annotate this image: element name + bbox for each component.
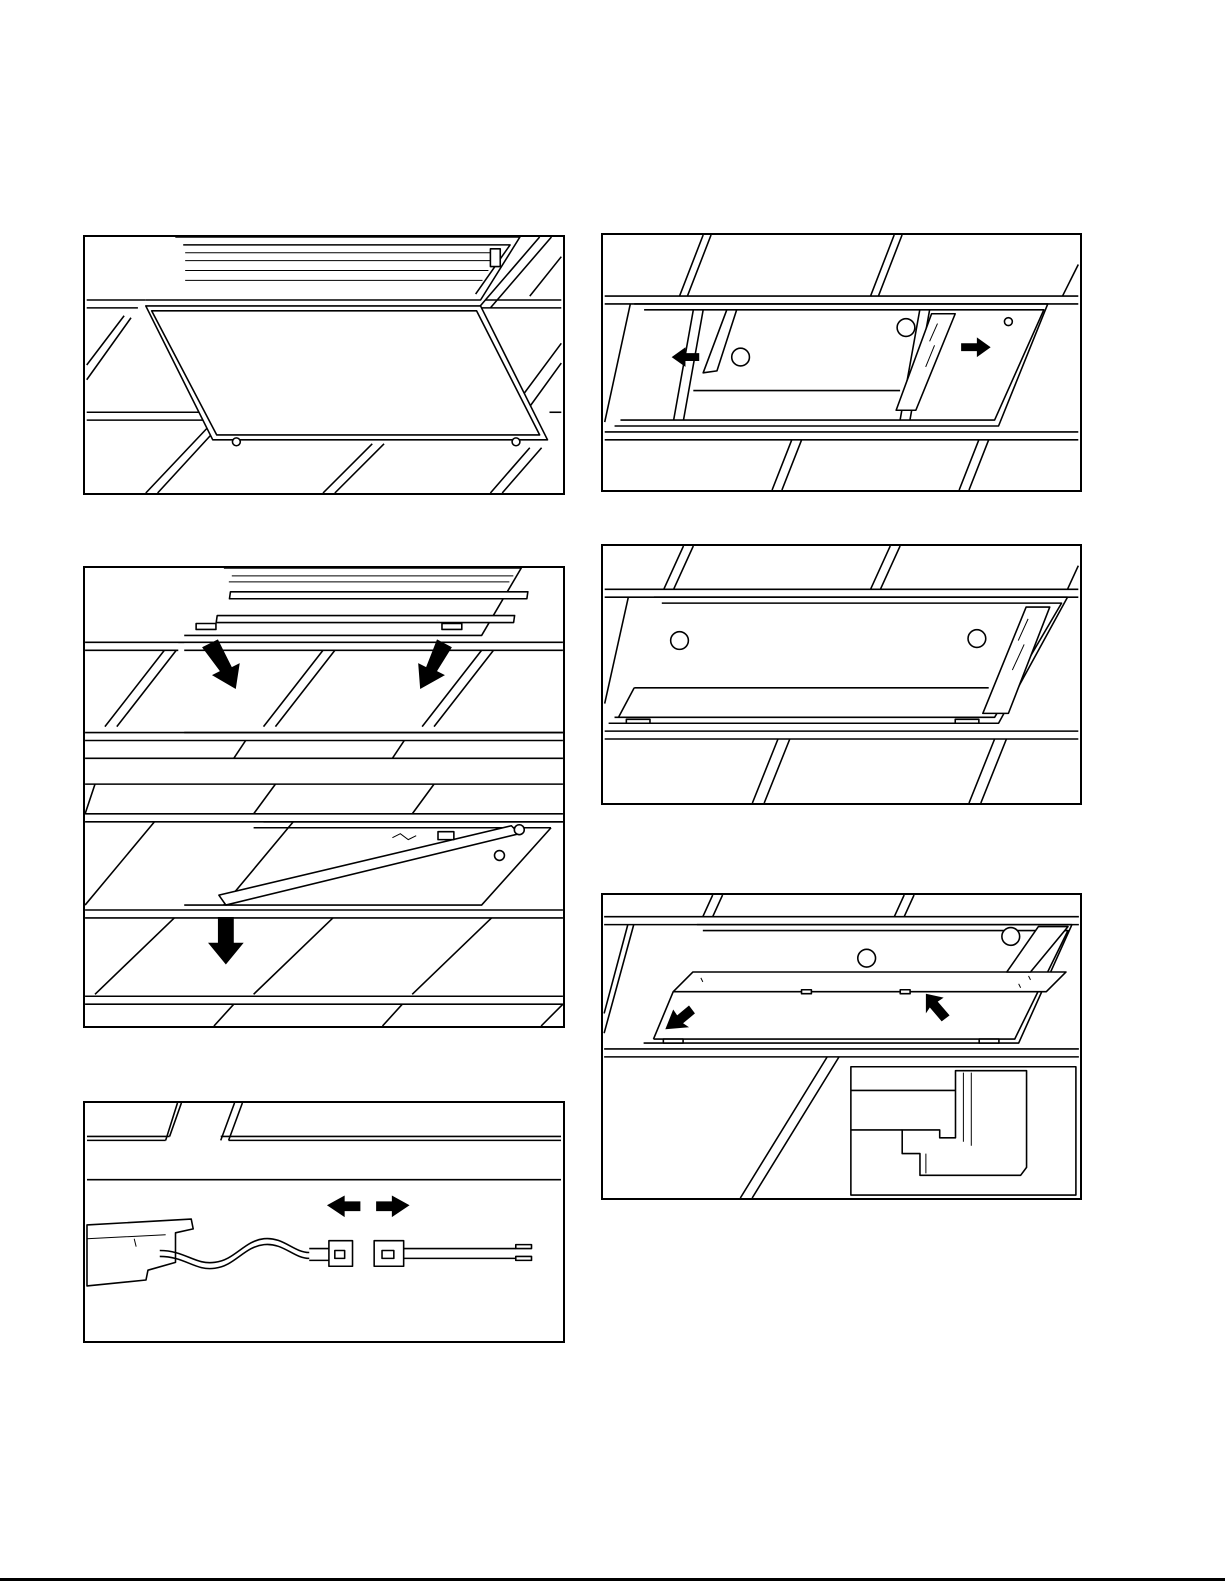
callout-circle [858, 949, 876, 967]
reflector-right [983, 607, 1050, 713]
lamp-clip [196, 624, 216, 630]
fluorescent-lamp [216, 616, 514, 623]
arrow-down-icon [202, 639, 240, 689]
arrow-right-icon [961, 337, 991, 357]
wire-connector-drawing [85, 1103, 563, 1341]
retrofit-plate-drawing [603, 895, 1080, 1198]
ballast-cover [219, 826, 519, 905]
reflector-slide-figure [601, 233, 1082, 492]
reflector-slide-drawing [603, 235, 1080, 490]
arrow-down-icon [208, 917, 244, 965]
troffer-housing [615, 304, 1048, 426]
wire-label [438, 832, 454, 840]
lens-door [146, 306, 548, 446]
door-latch-icon [232, 438, 240, 446]
troffer-lower [184, 822, 563, 905]
callout-circle [671, 632, 689, 650]
cover-screw-icon [514, 825, 524, 835]
wire-connector-figure [83, 1101, 565, 1343]
door-latch-icon [512, 438, 520, 446]
callout-circle [968, 630, 986, 648]
arrow-left-icon [327, 1195, 360, 1217]
ceiling-grid [605, 235, 1079, 490]
callout-circle [1002, 928, 1020, 946]
callout-circle [897, 319, 915, 337]
footer-rule [0, 1578, 1225, 1581]
arrow-up-left-icon [926, 994, 950, 1022]
reflector-installed-figure [601, 544, 1082, 805]
lamp-clip [442, 624, 462, 630]
troffer-door-drawing [85, 237, 563, 493]
troffer-housing [146, 237, 520, 300]
reflector-left [703, 310, 736, 373]
ceiling-edge [87, 1103, 561, 1180]
retrofit-plate [673, 972, 1066, 992]
lamp-removal-figure [83, 566, 565, 1028]
retrofit-plate-figure [601, 893, 1082, 1200]
lamp-socket-icon [490, 249, 500, 267]
reflector-installed-drawing [603, 546, 1080, 803]
fluorescent-lamp [229, 592, 527, 599]
callout-circle [732, 348, 750, 366]
arrow-right-icon [376, 1195, 409, 1217]
arrow-down-left-icon [665, 1006, 695, 1030]
troffer-upper [184, 568, 528, 635]
detail-inset [851, 1067, 1076, 1195]
arrow-left-icon [672, 347, 700, 367]
troffer-door-figure [83, 235, 565, 495]
arrow-down-icon [418, 639, 452, 689]
lamp-removal-drawing [85, 568, 563, 1026]
mounting-clip-icon [1004, 318, 1012, 326]
cover-screw-icon [495, 851, 505, 861]
